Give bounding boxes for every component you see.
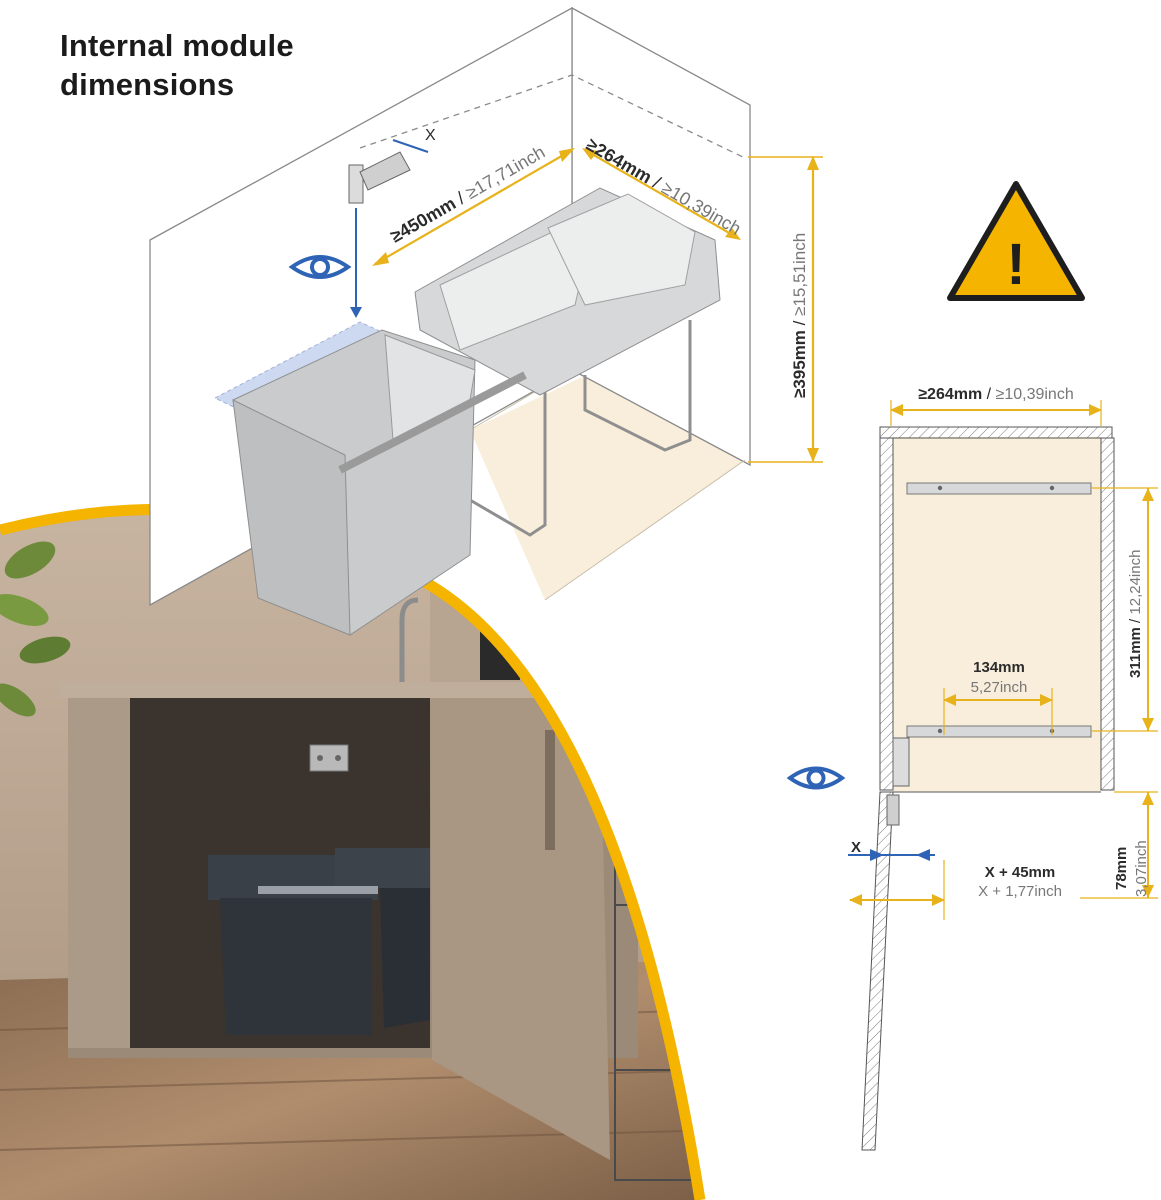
rail-spacing-inch: 12,24inch bbox=[1127, 550, 1144, 615]
perspective-dimension-lines bbox=[372, 148, 823, 463]
front-view-dimension-lines bbox=[849, 400, 1158, 920]
plant-leaves bbox=[0, 541, 71, 717]
front-width-mm: ≥264mm bbox=[918, 386, 982, 403]
front-hinge-gap-label: X bbox=[851, 839, 861, 856]
hinge-icon bbox=[309, 744, 349, 772]
rail-spacing-mm: 311mm bbox=[1127, 627, 1144, 678]
front-width-inch: ≥10,39inch bbox=[996, 386, 1074, 403]
side-offset-mm: X + 45mm bbox=[985, 864, 1055, 881]
front-view-cabinet: X bbox=[786, 426, 1115, 1151]
side-offset-inch: X + 1,77inch bbox=[978, 883, 1062, 900]
hinge-icon bbox=[886, 737, 910, 826]
eye-icon bbox=[786, 766, 846, 790]
warning-triangle-icon: ! bbox=[947, 181, 1085, 301]
rail-holes-inch: 5,27inch bbox=[971, 679, 1028, 696]
bottom-offset-mm: 78mm bbox=[1113, 847, 1130, 890]
page-title-line-1: Internal module bbox=[60, 28, 294, 63]
eye-icon bbox=[288, 255, 352, 279]
hinge-icon bbox=[348, 151, 411, 204]
height-mm: ≥395mm bbox=[790, 330, 809, 398]
rail-spacing-separator: / bbox=[1127, 615, 1144, 628]
warning-symbol: ! bbox=[1006, 232, 1025, 297]
page-title: Internal module dimensions bbox=[60, 26, 294, 104]
height-separator: / bbox=[790, 316, 809, 330]
rail-spacing-dimension: 311mm / 12,24inch bbox=[1127, 550, 1144, 678]
bin-dark bbox=[208, 848, 430, 1035]
height-inch: ≥15,51inch bbox=[790, 233, 809, 316]
bottom-offset-inch: 3,07inch bbox=[1133, 840, 1150, 897]
rail-bottom bbox=[906, 725, 1092, 738]
height-dimension: ≥395mm / ≥15,51inch bbox=[790, 233, 809, 398]
perspective-cabinet: X bbox=[149, 6, 751, 636]
rail-holes-mm: 134mm bbox=[973, 659, 1025, 676]
hinge-gap-label: X bbox=[425, 127, 436, 144]
bin-frame bbox=[469, 320, 692, 537]
front-width-dimension: ≥264mm / ≥10,39inch bbox=[918, 386, 1073, 403]
page-title-line-2: dimensions bbox=[60, 67, 235, 102]
front-width-separator: / bbox=[982, 386, 995, 403]
bin-light bbox=[232, 187, 721, 636]
rail-top bbox=[906, 482, 1092, 495]
